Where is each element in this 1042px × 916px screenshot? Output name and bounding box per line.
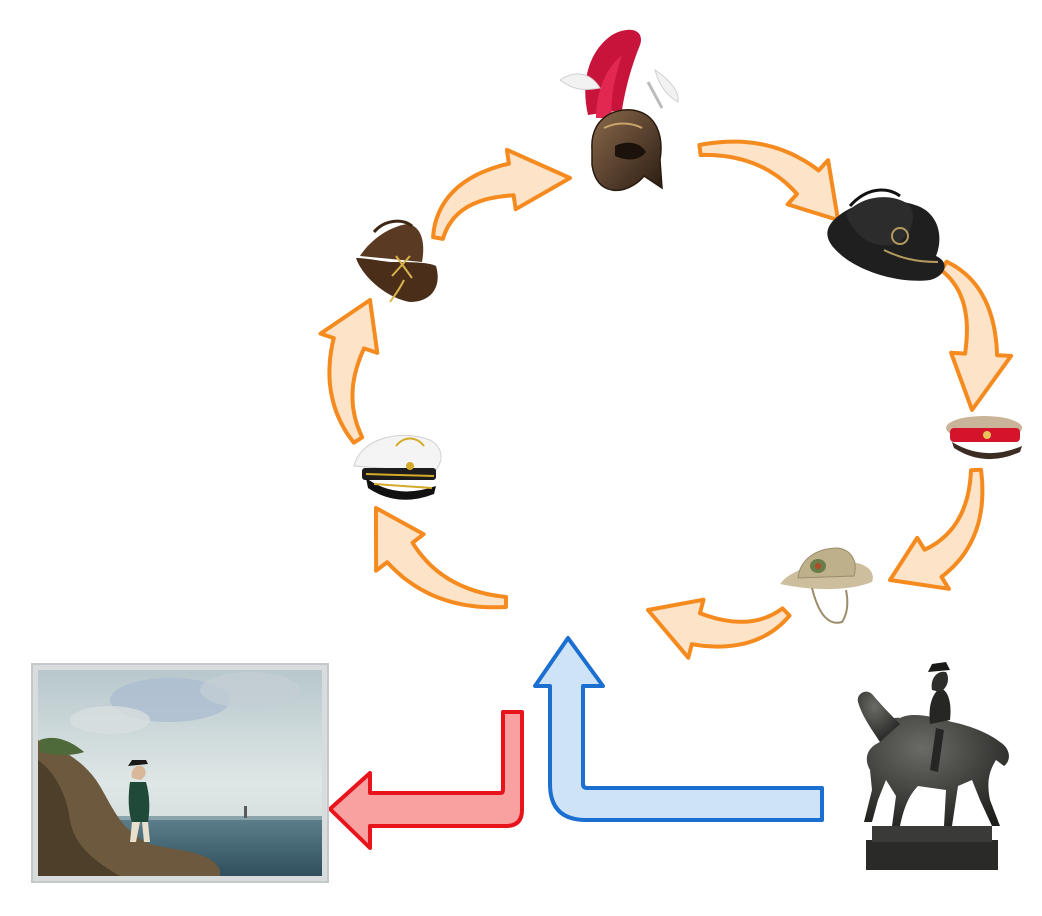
napoleon-painting-image [31,663,329,883]
equestrian-statue-image [857,662,1009,870]
slouch-hat-black-image [827,188,945,281]
cycle-arrow-7 [318,298,380,445]
cycle-arrow-2 [697,139,840,222]
cycle-arrow-4 [888,467,985,591]
cavalry-hat-brown-image [356,219,438,303]
cycle-arrow-5 [646,597,792,660]
entry-arrow [533,636,824,822]
bush-hat-khaki-image [780,547,873,624]
cycle-arrow-3 [939,259,1014,412]
plumed-helmet-image [559,29,679,192]
peaked-cap-red-band-image [946,416,1022,460]
cycle-arrow-6 [374,506,509,610]
cycle-arrow-1 [431,147,572,241]
exit-arrow [328,710,524,850]
officer-peaked-cap-white-image [353,434,442,500]
